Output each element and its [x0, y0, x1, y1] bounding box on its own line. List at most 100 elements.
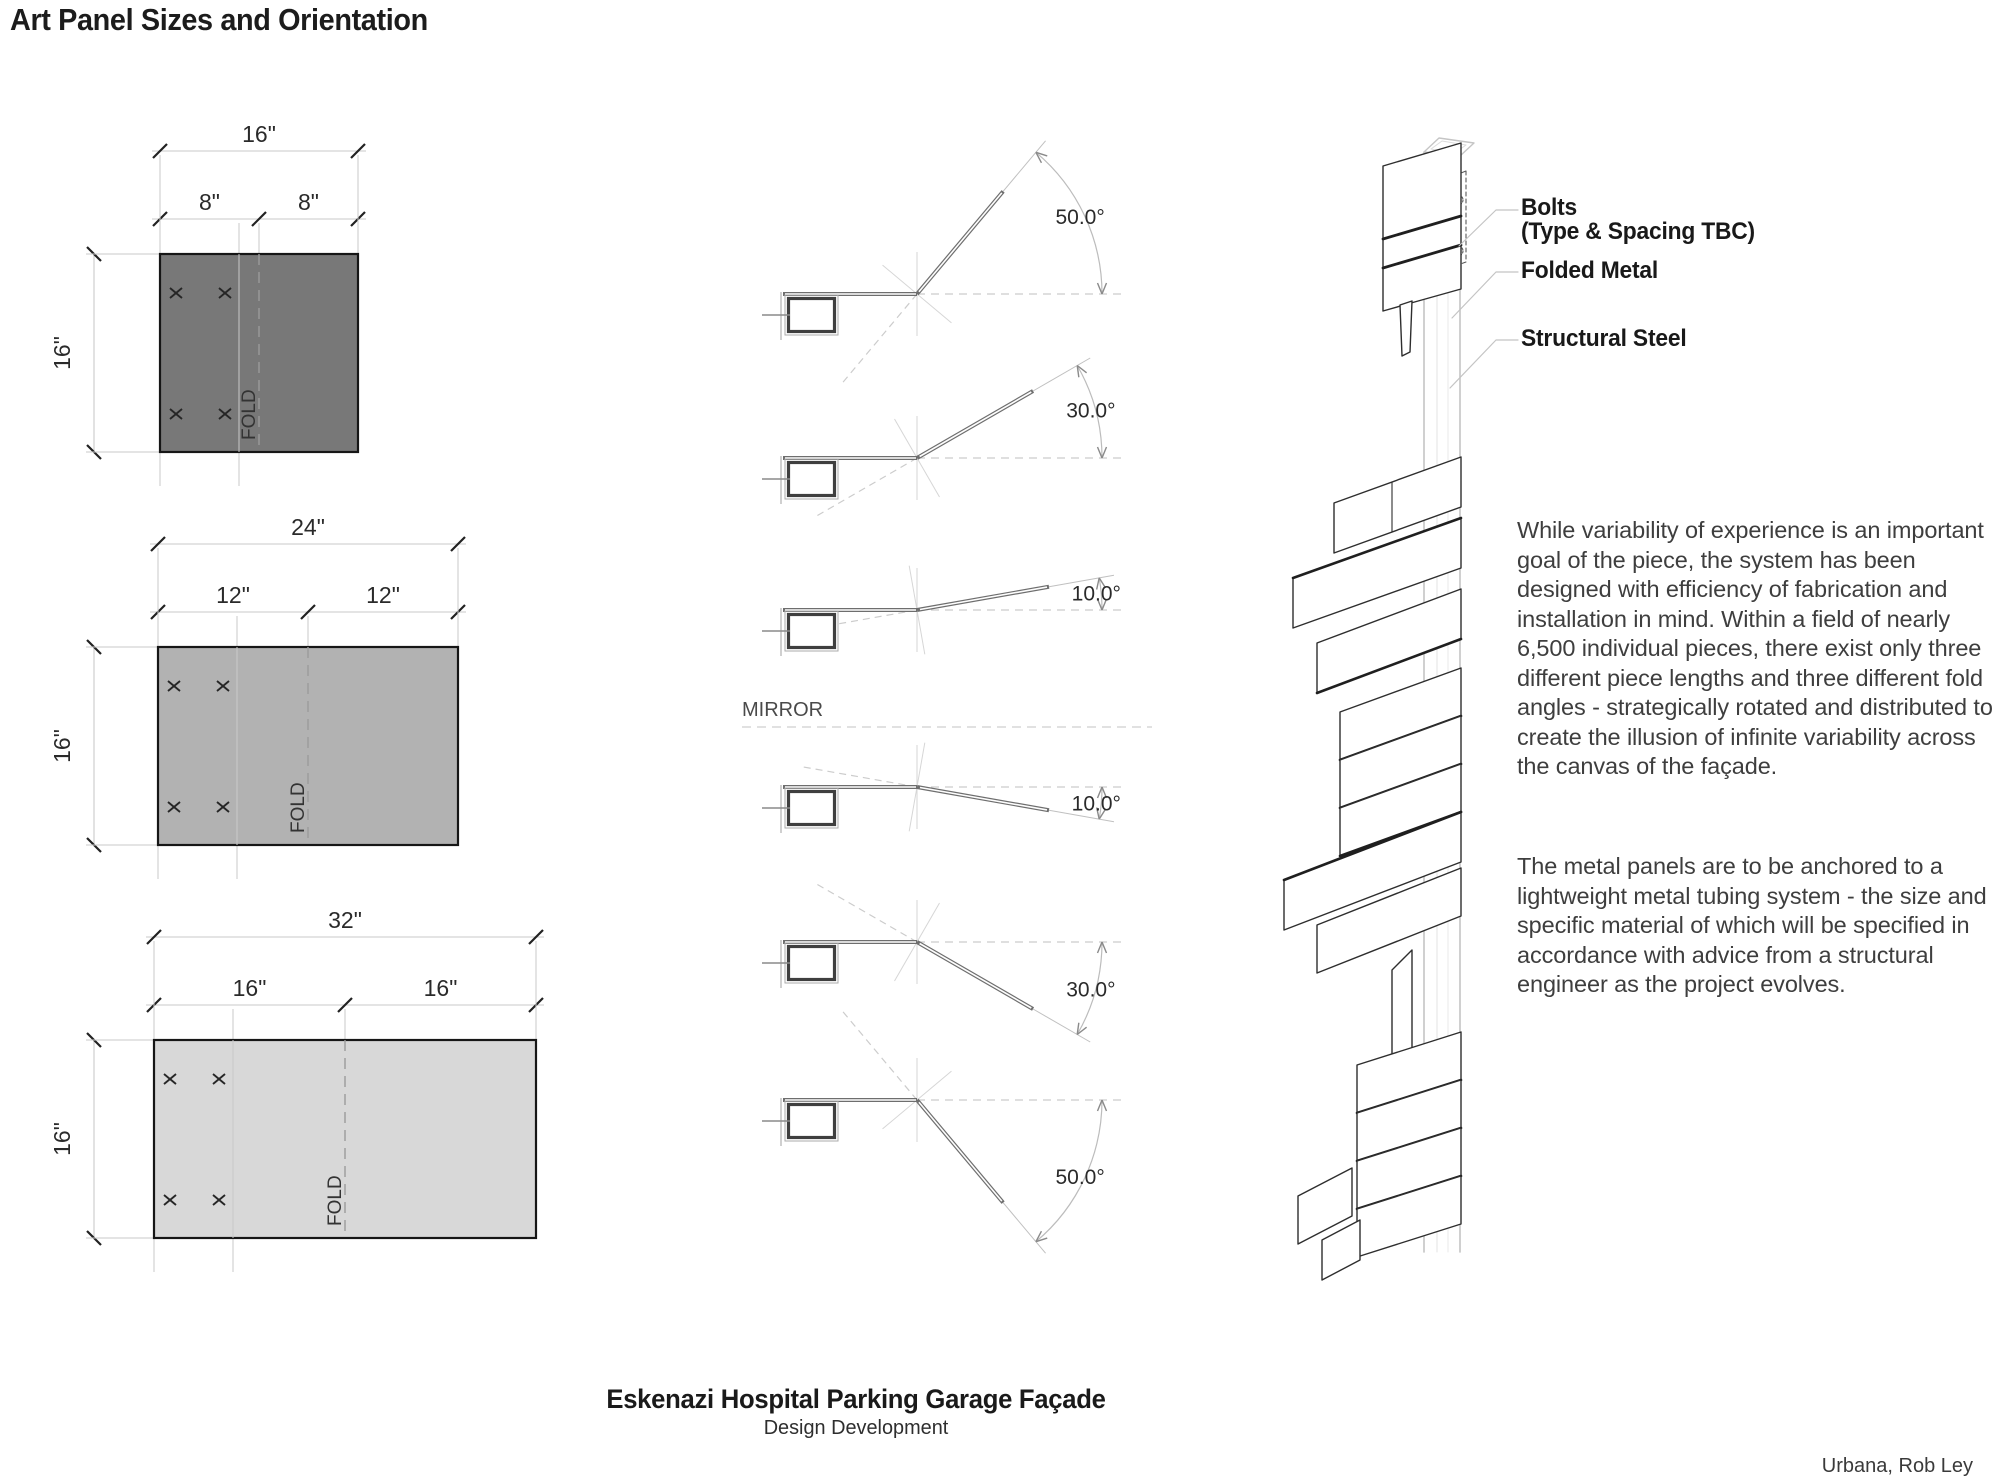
line — [216, 680, 230, 692]
bolt-x-mark — [212, 1194, 226, 1206]
bolt-x-mark — [167, 680, 181, 692]
line — [1101, 1099, 1108, 1112]
line — [919, 942, 1032, 1009]
dim-height: 16" — [49, 729, 75, 763]
bolt-x-mark — [216, 680, 230, 692]
fold-angle-diagram: 30.0° — [762, 357, 1127, 517]
line — [1101, 786, 1108, 799]
dim-right-half: 8" — [298, 189, 319, 215]
angle-label: 50.0° — [1055, 206, 1104, 229]
line — [146, 929, 162, 945]
line — [803, 766, 918, 788]
line — [1096, 1099, 1103, 1112]
line — [918, 192, 1003, 293]
panel-diagram: 16"8"8"16"FOLD — [49, 121, 366, 486]
line — [842, 1011, 918, 1101]
line — [1095, 807, 1100, 820]
leader-bolts — [1458, 209, 1519, 247]
line — [1032, 1008, 1091, 1043]
fold-angle-diagrams: 50.0° 30.0° 10.0° 10.0° 30.0° 50.0° MIRROR — [742, 140, 1152, 1254]
line — [1048, 809, 1115, 823]
line — [212, 1194, 226, 1206]
fold-label: FOLD — [325, 1175, 346, 1226]
line — [1101, 282, 1108, 295]
paragraph-design-intent: While variability of experience is an im… — [1517, 517, 1993, 779]
angle-label: 30.0° — [1066, 399, 1115, 422]
line — [918, 1101, 1003, 1202]
folded-metal-panels — [1282, 142, 1463, 1281]
line — [1035, 151, 1043, 164]
angle-label: 50.0° — [1055, 1166, 1104, 1189]
bolt-x-mark — [212, 1073, 226, 1085]
dim-right-half: 16" — [424, 975, 458, 1001]
line — [1096, 786, 1103, 799]
line — [1002, 140, 1046, 192]
line — [450, 536, 466, 552]
fold-label: FOLD — [288, 782, 309, 833]
line — [1096, 598, 1103, 611]
tube-section — [762, 456, 839, 504]
line — [1032, 357, 1091, 392]
bolt-x-mark — [167, 801, 181, 813]
line — [169, 287, 183, 299]
leader-folded-metal — [1451, 271, 1519, 319]
line — [1076, 364, 1088, 374]
line — [251, 211, 267, 227]
fold-angle-diagram: 30.0° — [762, 883, 1127, 1043]
line — [1101, 598, 1108, 611]
line — [919, 391, 1032, 458]
line — [216, 801, 230, 813]
tube-section — [762, 785, 839, 833]
angle-arc — [1035, 151, 1103, 295]
footer-credit: Urbana, Rob Ley — [1821, 1455, 1973, 1477]
angle-label: 10.0° — [1072, 793, 1121, 816]
dim-left-half: 16" — [233, 975, 267, 1001]
dim-height: 16" — [49, 1122, 75, 1156]
line — [1002, 1202, 1046, 1254]
line — [1098, 808, 1107, 820]
leader-lines — [1449, 209, 1519, 389]
line — [167, 801, 181, 813]
line — [163, 1073, 177, 1085]
dim-total-width: 16" — [242, 121, 276, 147]
panel-diagram: 24"12"12"16"FOLD — [49, 514, 466, 879]
line — [150, 536, 166, 552]
line — [1096, 941, 1103, 954]
fold-label: FOLD — [239, 389, 260, 440]
line — [919, 786, 1048, 811]
tube-section — [762, 1098, 839, 1146]
fold-angle-diagram: 50.0° — [762, 140, 1127, 383]
paragraph-anchoring: The metal panels are to be anchored to a… — [1517, 853, 1987, 997]
angle-label: 30.0° — [1066, 979, 1115, 1002]
line — [167, 680, 181, 692]
page-title: Art Panel Sizes and Orientation — [10, 2, 428, 37]
bolt-x-mark — [163, 1073, 177, 1085]
line — [337, 997, 353, 1013]
label-folded-metal: Folded Metal — [1521, 257, 1659, 284]
bolt-x-mark — [218, 287, 232, 299]
line — [1076, 1026, 1088, 1036]
bolt-x-mark — [169, 287, 183, 299]
line — [1035, 1237, 1048, 1243]
line — [1095, 577, 1100, 590]
line — [163, 1194, 177, 1206]
line — [300, 604, 316, 620]
line — [350, 143, 366, 159]
line — [817, 883, 918, 943]
label-bolts-line2: (Type & Spacing TBC) — [1521, 218, 1755, 245]
leader-structural-steel — [1449, 339, 1519, 389]
line — [842, 293, 918, 383]
dim-right-half: 12" — [366, 582, 400, 608]
dim-height: 16" — [49, 336, 75, 370]
line — [1101, 446, 1108, 459]
fold-angle-diagram: 10.0° — [762, 565, 1127, 656]
line — [1098, 577, 1107, 589]
label-structural-steel: Structural Steel — [1521, 325, 1687, 352]
fold-angle-diagram: 10.0° — [762, 742, 1127, 833]
mirror-line: MIRROR — [742, 699, 1152, 728]
line — [169, 408, 183, 420]
line — [218, 408, 232, 420]
line — [152, 143, 168, 159]
line — [1048, 574, 1115, 588]
